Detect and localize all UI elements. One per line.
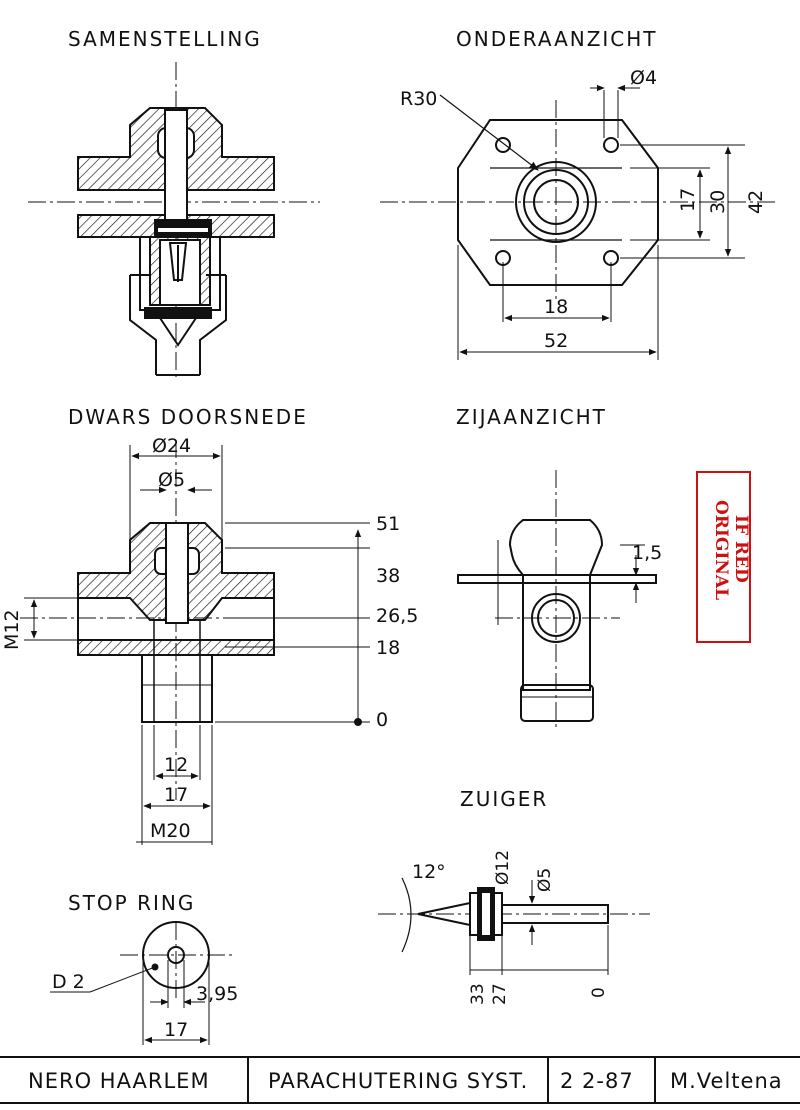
dim-52: 52	[544, 330, 568, 352]
assembly-view: SAMENSTELLING	[28, 27, 320, 380]
stamp-line-2: IF RED	[731, 515, 751, 583]
thread-m20: M20	[150, 820, 191, 842]
diameter-12-piston: Ø12	[493, 850, 513, 885]
dim-30: 30	[707, 190, 729, 214]
stamp-line-1: ORIGINAL	[711, 500, 731, 600]
dim-0-piston: 0	[589, 987, 609, 998]
dim-18: 18	[544, 296, 568, 318]
dim-33: 33	[468, 983, 488, 1005]
radius-label: R30	[400, 88, 437, 110]
stop-ring-title: STOP RING	[68, 891, 195, 915]
level-26-5: 26,5	[376, 605, 418, 627]
original-stamp: ORIGINAL IF RED	[696, 471, 751, 643]
club-name: NERO HAARLEM	[28, 1069, 210, 1093]
angle-label: 12°	[412, 861, 446, 883]
side-view-title: ZIJAANZICHT	[456, 405, 607, 429]
hole-diameter-label: Ø4	[630, 67, 657, 89]
dim-17-section: 17	[164, 784, 188, 806]
system-name: PARACHUTERING SYST.	[268, 1069, 528, 1093]
assembly-title: SAMENSTELLING	[68, 27, 262, 51]
author-name: M.Veltena	[670, 1069, 783, 1093]
level-38: 38	[376, 565, 400, 587]
piston-view: ZUIGER 12° Ø12 Ø5 33 27 0	[378, 787, 650, 1005]
stop-ring-view: STOP RING D 2 3,95 17	[50, 891, 238, 1045]
cross-section-title: DWARS DOORSNEDE	[68, 405, 308, 429]
side-view: ZIJAANZICHT 1,5	[456, 405, 662, 730]
dim-12: 12	[164, 754, 188, 776]
drawing-date: 2 2-87	[560, 1069, 634, 1093]
level-51: 51	[376, 513, 400, 535]
dim-1-5: 1,5	[632, 542, 662, 564]
title-block: NERO HAARLEM PARACHUTERING SYST. 2 2-87 …	[0, 1056, 800, 1104]
thread-m12: M12	[1, 609, 23, 650]
dim-17-ring: 17	[164, 1019, 188, 1041]
diameter-24-label: Ø24	[152, 435, 191, 457]
bottom-view-title: ONDERAANZICHT	[456, 27, 658, 51]
diameter-5-label: Ø5	[158, 469, 185, 491]
dim-42: 42	[745, 190, 767, 214]
dim-17: 17	[677, 188, 699, 212]
bottom-view: ONDERAANZICHT R30 Ø4 17 30 42 18	[380, 27, 775, 360]
stop-ring-diameter: D 2	[52, 971, 85, 993]
level-0: 0	[376, 709, 388, 731]
cross-section-view: DWARS DOORSNEDE Ø24 Ø5 51 38 26,5 18	[1, 405, 418, 845]
dim-27: 27	[490, 983, 510, 1005]
piston-title: ZUIGER	[460, 787, 548, 811]
diameter-5-piston: Ø5	[535, 868, 555, 892]
dim-3-95: 3,95	[196, 983, 238, 1005]
level-18: 18	[376, 637, 400, 659]
